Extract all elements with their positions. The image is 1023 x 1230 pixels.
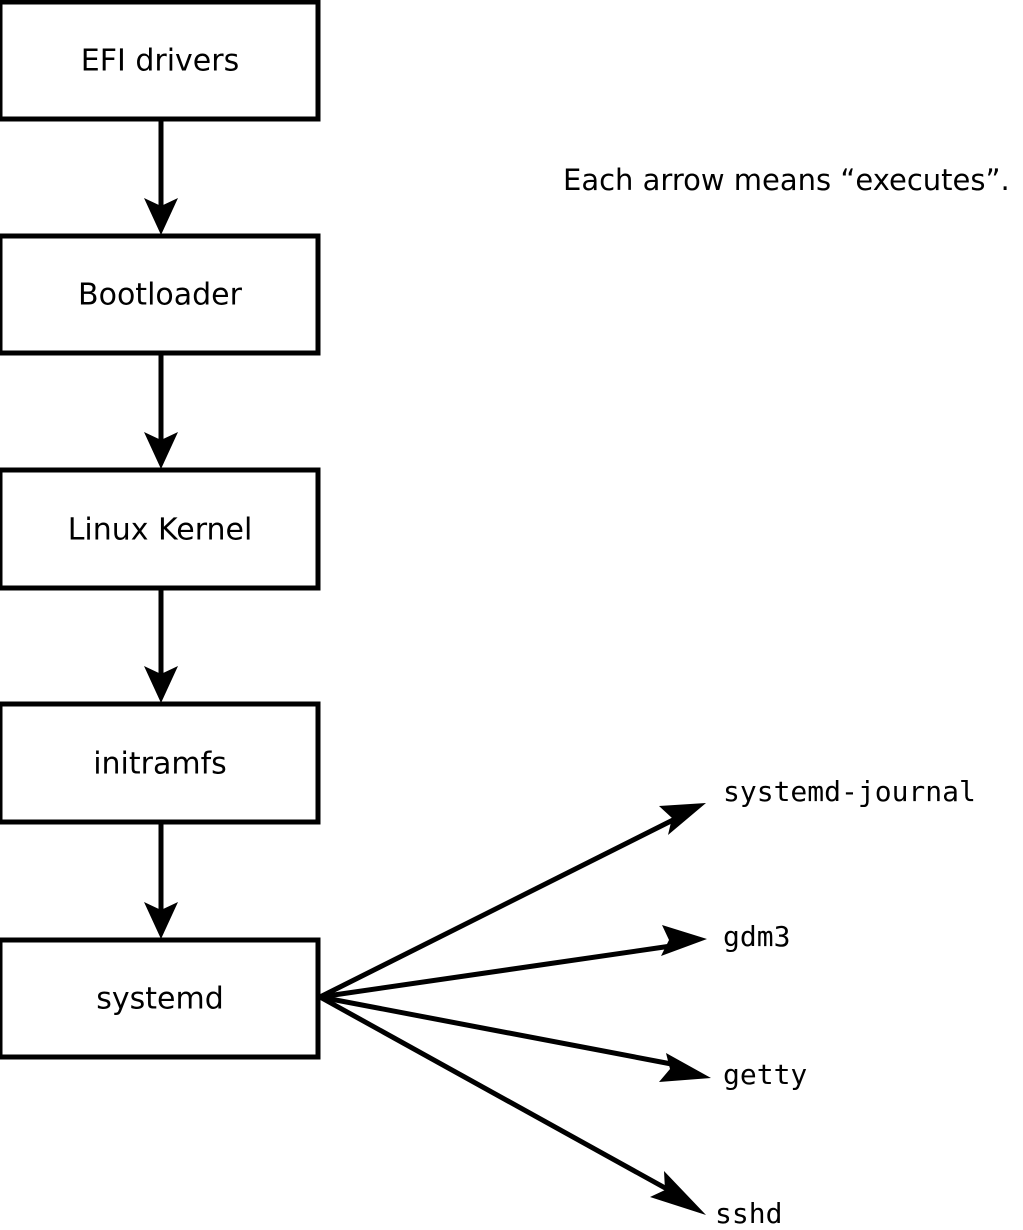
box-bootloader-label: Bootloader bbox=[78, 278, 243, 313]
box-bootloader-rect bbox=[0, 233, 321, 356]
arrow-bootloader-to-kernel-head bbox=[144, 432, 178, 469]
box-efi-drivers-rect bbox=[0, 0, 321, 122]
box-linux-kernel-label: Linux Kernel bbox=[68, 513, 253, 548]
arrow-bootloader-to-kernel bbox=[144, 353, 178, 469]
box-initramfs-label: initramfs bbox=[93, 747, 227, 782]
box-initramfs-rect bbox=[0, 701, 321, 825]
arrow-systemd-to-sshd-line bbox=[318, 994, 678, 1197]
arrow-systemd-to-systemd-journal-head bbox=[659, 803, 706, 835]
box-systemd-rect bbox=[0, 937, 321, 1060]
arrow-kernel-to-initramfs bbox=[144, 588, 178, 703]
arrow-systemd-to-getty-head bbox=[659, 1053, 711, 1082]
arrow-initramfs-to-systemd-head bbox=[144, 902, 178, 939]
arrow-systemd-to-systemd-journal bbox=[318, 803, 706, 1000]
diagram-caption: Each arrow means “executes”. bbox=[563, 163, 1010, 197]
arrow-systemd-to-sshd bbox=[318, 994, 706, 1215]
leaf-label-gdm3: gdm3 bbox=[723, 920, 790, 953]
arrow-efi-to-bootloader-head bbox=[144, 198, 178, 235]
leaf-label-systemd-journal: systemd-journal bbox=[723, 775, 976, 808]
arrow-systemd-to-gdm3-head bbox=[661, 925, 707, 956]
box-efi-drivers-label: EFI drivers bbox=[81, 44, 239, 79]
arrow-systemd-to-gdm3 bbox=[319, 925, 707, 1000]
arrow-systemd-to-systemd-journal-line bbox=[318, 815, 679, 1000]
box-bootloader[interactable]: Bootloader bbox=[0, 233, 321, 356]
box-initramfs[interactable]: initramfs bbox=[0, 701, 321, 825]
arrow-kernel-to-initramfs-head bbox=[144, 666, 178, 703]
arrow-systemd-to-gdm3-line bbox=[319, 942, 679, 1000]
box-systemd[interactable]: systemd bbox=[0, 937, 321, 1060]
arrow-systemd-to-getty-line bbox=[319, 994, 683, 1069]
box-efi-drivers[interactable]: EFI drivers bbox=[0, 0, 321, 122]
arrow-systemd-to-sshd-head bbox=[650, 1171, 706, 1215]
arrow-initramfs-to-systemd bbox=[144, 822, 178, 939]
arrow-systemd-to-getty bbox=[319, 994, 711, 1082]
leaf-label-sshd: sshd bbox=[715, 1197, 782, 1230]
leaf-label-getty: getty bbox=[723, 1058, 807, 1091]
arrow-efi-to-bootloader bbox=[144, 119, 178, 235]
box-linux-kernel[interactable]: Linux Kernel bbox=[0, 467, 321, 591]
box-systemd-label: systemd bbox=[96, 982, 224, 1017]
box-linux-kernel-rect bbox=[0, 467, 321, 591]
